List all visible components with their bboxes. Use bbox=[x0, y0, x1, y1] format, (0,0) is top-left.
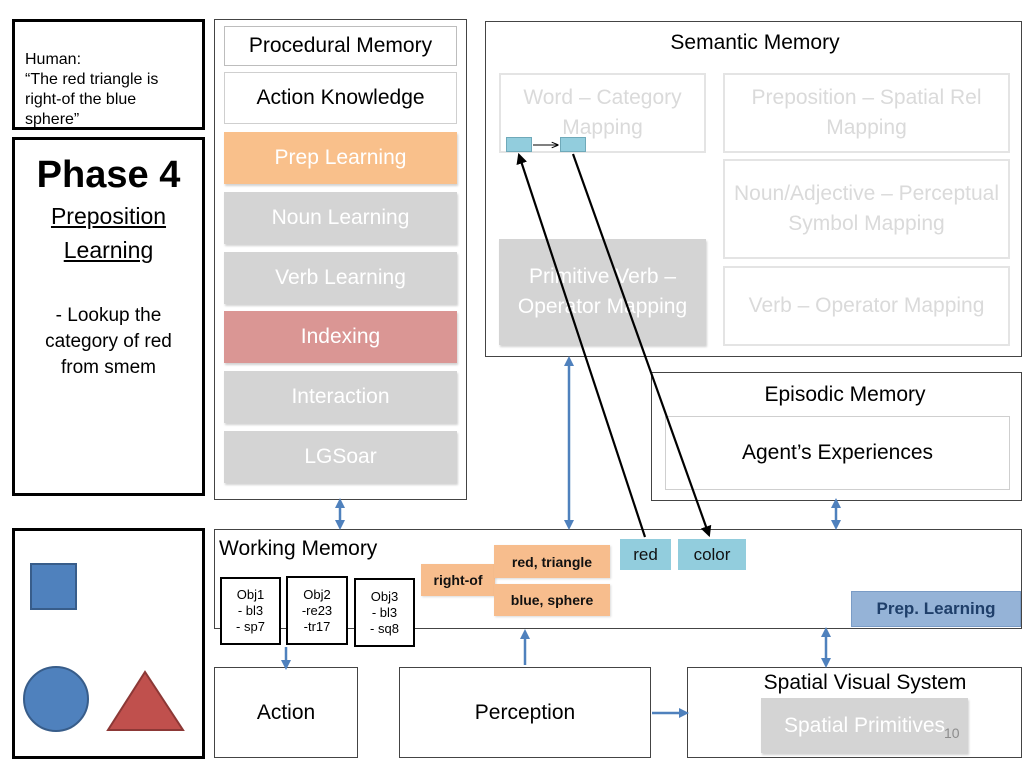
red-to-smem-arrow bbox=[516, 152, 647, 538]
obj1-box: Obj1 - bl3 - sp7 bbox=[220, 577, 281, 645]
blue-square bbox=[30, 563, 77, 610]
semantic-memory-title: Semantic Memory bbox=[670, 31, 840, 54]
spatial-primitives-box: Spatial Primitives bbox=[761, 698, 968, 753]
smem-to-color-arrow bbox=[571, 153, 712, 538]
word-node-1 bbox=[506, 137, 532, 152]
perception-box: Perception bbox=[399, 667, 651, 758]
indexing-item: Indexing bbox=[224, 311, 457, 363]
prep-learning-wm-tag: Prep. Learning bbox=[851, 591, 1021, 627]
preposition-spatial-rel-mapping: Preposition – Spatial Rel Mapping bbox=[723, 73, 1010, 153]
relation-arg2: blue, sphere bbox=[494, 584, 610, 616]
phase-step: - Lookup the category of red from smem bbox=[45, 305, 172, 378]
obj2-text: Obj2 -re23 -tr17 bbox=[301, 586, 333, 634]
obj2-box: Obj2 -re23 -tr17 bbox=[286, 576, 348, 645]
obj3-box: Obj3 - bl3 - sq8 bbox=[354, 578, 415, 647]
human-utterance-box: Human: “The red triangle is right-of the… bbox=[12, 19, 205, 130]
verb-operator-mapping: Verb – Operator Mapping bbox=[723, 266, 1010, 346]
red-triangle bbox=[106, 670, 185, 731]
word-category-mapping: Word – Category Mapping bbox=[499, 73, 706, 153]
noun-learning-item: Noun Learning bbox=[224, 192, 457, 244]
color-node: color bbox=[678, 539, 746, 570]
red-node: red bbox=[620, 539, 671, 570]
obj3-text: Obj3 - bl3 - sq8 bbox=[370, 588, 399, 636]
human-utterance-text: Human: “The red triangle is right-of the… bbox=[25, 51, 159, 128]
phase-subtitle: Preposition Learning bbox=[50, 203, 167, 263]
working-memory-title: Working Memory bbox=[219, 537, 378, 560]
obj1-text: Obj1 - bl3 - sp7 bbox=[236, 587, 265, 634]
agents-experiences-box: Agent’s Experiences bbox=[665, 416, 1010, 490]
primitive-verb-operator-mapping: Primitive Verb – Operator Mapping bbox=[499, 239, 706, 345]
action-box: Action bbox=[214, 667, 358, 758]
procedural-memory-title: Procedural Memory bbox=[224, 26, 457, 66]
relation-arg1: red, triangle bbox=[494, 545, 610, 578]
slide-number: 10 bbox=[944, 725, 960, 741]
phase-title: Phase 4 bbox=[36, 154, 181, 196]
interaction-item: Interaction bbox=[224, 371, 457, 423]
lgsoar-item: LGSoar bbox=[224, 431, 457, 483]
blue-sphere bbox=[23, 666, 89, 732]
noun-adjective-mapping: Noun/Adjective – Perceptual Symbol Mappi… bbox=[723, 159, 1010, 259]
word-node-2 bbox=[560, 137, 586, 152]
spatial-visual-system-title: Spatial Visual System bbox=[763, 671, 967, 694]
relation-right-of: right-of bbox=[421, 564, 495, 596]
episodic-memory-title: Episodic Memory bbox=[764, 383, 926, 406]
action-knowledge-box: Action Knowledge bbox=[224, 72, 457, 124]
prep-learning-item: Prep Learning bbox=[224, 132, 457, 184]
verb-learning-item: Verb Learning bbox=[224, 252, 457, 304]
phase-box: Phase 4 Preposition Learning - Lookup th… bbox=[12, 137, 205, 496]
